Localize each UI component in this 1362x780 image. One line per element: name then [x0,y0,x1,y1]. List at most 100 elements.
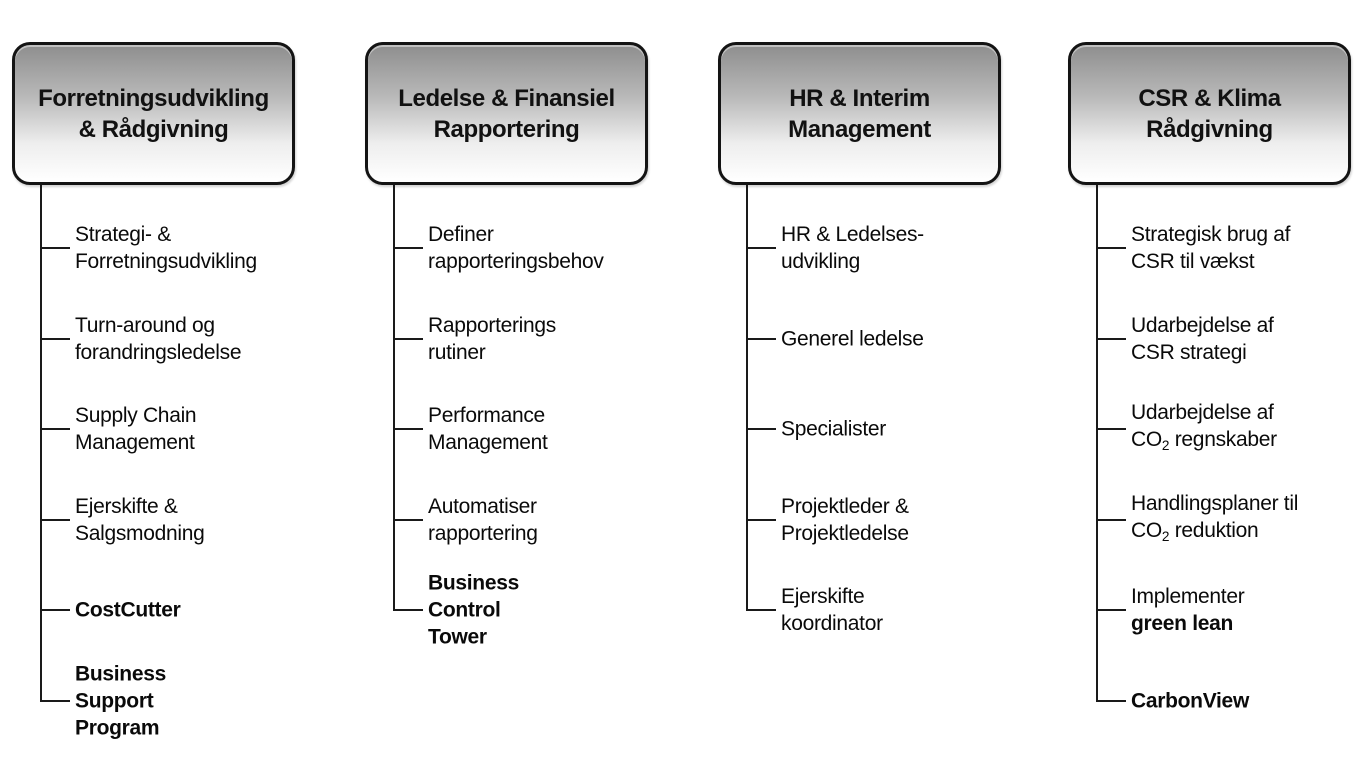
item-text: Ejerskifte & [75,494,178,518]
list-item-line: Implementer [1131,583,1245,610]
list-item-line: rapportering [428,520,538,547]
list-item: CostCutter [75,597,181,624]
list-item-line: CSR strategi [1131,339,1274,366]
list-item-line: Business [75,660,166,687]
branch-trunk-line [40,185,42,702]
item-text: koordinator [781,612,883,635]
list-item: Generel ledelse [781,325,924,352]
item-text: Business [428,571,519,595]
item-text: udvikling [781,250,861,273]
list-item-line: Automatiser [428,493,538,520]
list-item-line: Rapporterings [428,312,556,339]
list-item-line: HR & Ledelses- [781,221,924,248]
item-text: Management [428,431,548,454]
branch-tick-line [40,609,70,611]
list-item-line: Business [428,570,519,597]
list-item-line: Management [428,429,548,456]
branch-tick-line [1096,337,1126,340]
branch-tick-line [40,518,70,521]
list-item: Specialister [781,416,886,443]
branch-tick-line [393,428,423,430]
item-text: HR & Ledelses- [781,223,924,246]
list-item: Strategi- & Forretningsudvikling [75,221,257,275]
list-item-line: Tower [428,624,519,651]
item-text: rutiner [428,340,486,364]
category-title-line: Rådgivning [1146,115,1273,143]
branch-tick-line [393,518,423,521]
subscript-text: 2 [1161,437,1170,453]
branch-trunk-line [1096,185,1098,702]
list-item-line: rutiner [428,339,556,366]
item-text: Projektledelse [781,521,909,545]
branch-tick-line [40,699,70,702]
list-item-line: Strategi- & [75,221,257,248]
list-item-line: koordinator [781,610,883,637]
subscript-text: 2 [1161,528,1170,544]
list-item-line: Ejerskifte & [75,493,205,520]
item-text: Business [75,662,166,685]
item-text: Ejerskifte [781,585,865,608]
branch-tick-line [1096,518,1126,521]
item-text: Handlingsplaner til [1131,491,1299,515]
list-item-line: Program [75,714,166,741]
list-item-line: Support [75,687,166,714]
branch-tick-line [393,247,423,249]
category-title-line: & Rådgivning [78,115,229,143]
branch-tick-line [1096,428,1126,430]
branch-tick-line [746,337,776,340]
branch-tick-line [393,337,423,340]
item-text: CO [1131,518,1162,542]
category-title-line: Forretningsudvikling [38,84,269,112]
category-title-line: CSR & Klima [1138,84,1281,112]
branch-tick-line [1096,609,1126,611]
branch-trunk-line [746,185,748,611]
item-text: Turn-around og [75,313,215,337]
branch-trunk-line [393,185,395,611]
item-text: Supply Chain [75,404,197,427]
category-title-line: Rapportering [433,115,580,143]
branch-tick-line [746,518,776,521]
category-header-box: Forretningsudvikling & Rådgivning [12,42,295,185]
item-text: Strategisk brug af [1131,223,1291,246]
item-text: Udarbejdelse af [1131,313,1274,337]
list-item-line: CostCutter [75,597,181,624]
item-text: Management [75,431,195,454]
list-item-line: Generel ledelse [781,325,924,352]
list-item: HR & Ledelses-udvikling [781,221,924,275]
list-item-line: CO2 reduktion [1131,517,1298,550]
list-item-line: CarbonView [1131,687,1249,714]
item-text: Implementer [1131,585,1245,608]
branch-tick-line [40,337,70,340]
list-item: Ejerskifte &Salgsmodning [75,493,205,547]
category-title-line: Ledelse & Finansiel [398,84,615,112]
item-text: Support [75,689,154,712]
list-item-line: Performance [428,402,548,429]
item-text: Projektleder & [781,494,909,518]
item-text: CO [1131,428,1162,452]
item-text: Generel ledelse [781,327,924,350]
list-item: Projektleder & Projektledelse [781,493,909,547]
item-text: Strategi- & [75,223,171,246]
item-text: Definer [428,223,494,246]
list-item: Ejerskifte koordinator [781,583,883,637]
branch-tick-line [746,247,776,249]
list-item: CarbonView [1131,687,1249,714]
item-text: CSR til vækst [1131,250,1255,273]
list-item-line: green lean [1131,610,1244,637]
item-text: Forretningsudvikling [75,250,257,273]
